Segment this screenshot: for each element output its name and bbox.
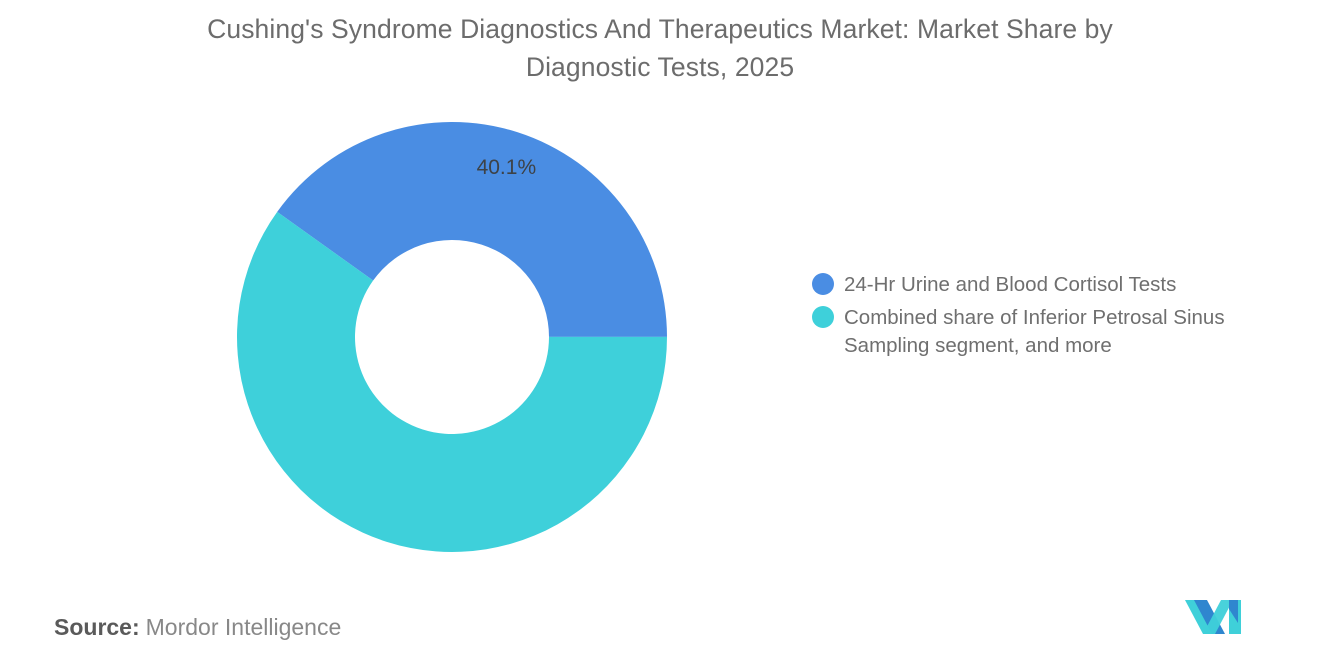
legend-color-swatch-icon [812, 306, 834, 328]
donut-svg [237, 121, 667, 552]
donut-chart: 40.1% [237, 121, 667, 552]
source-label: Source: [54, 614, 140, 640]
donut-slice[interactable] [237, 211, 667, 552]
legend-item-label: 24-Hr Urine and Blood Cortisol Tests [844, 273, 1177, 296]
legend-item-24hr-urine-blood-cortisol[interactable]: 24-Hr Urine and Blood Cortisol Tests [812, 271, 1282, 299]
chart-title: Cushing's Syndrome Diagnostics And Thera… [207, 14, 1113, 82]
legend-item-combined-share[interactable]: Combined share of Inferior Petrosal Sinu… [812, 304, 1282, 360]
mordor-intelligence-logo-icon [1185, 597, 1251, 637]
donut-slice[interactable] [277, 121, 667, 337]
logo-svg [1185, 600, 1241, 634]
source-value: Mordor Intelligence [145, 614, 342, 640]
chart-legend: 24-Hr Urine and Blood Cortisol Tests Com… [812, 271, 1282, 365]
source-attribution: Source:Mordor Intelligence [54, 610, 341, 644]
legend-color-swatch-icon [812, 273, 834, 295]
legend-item-label: Combined share of Inferior Petrosal Sinu… [844, 306, 1225, 357]
